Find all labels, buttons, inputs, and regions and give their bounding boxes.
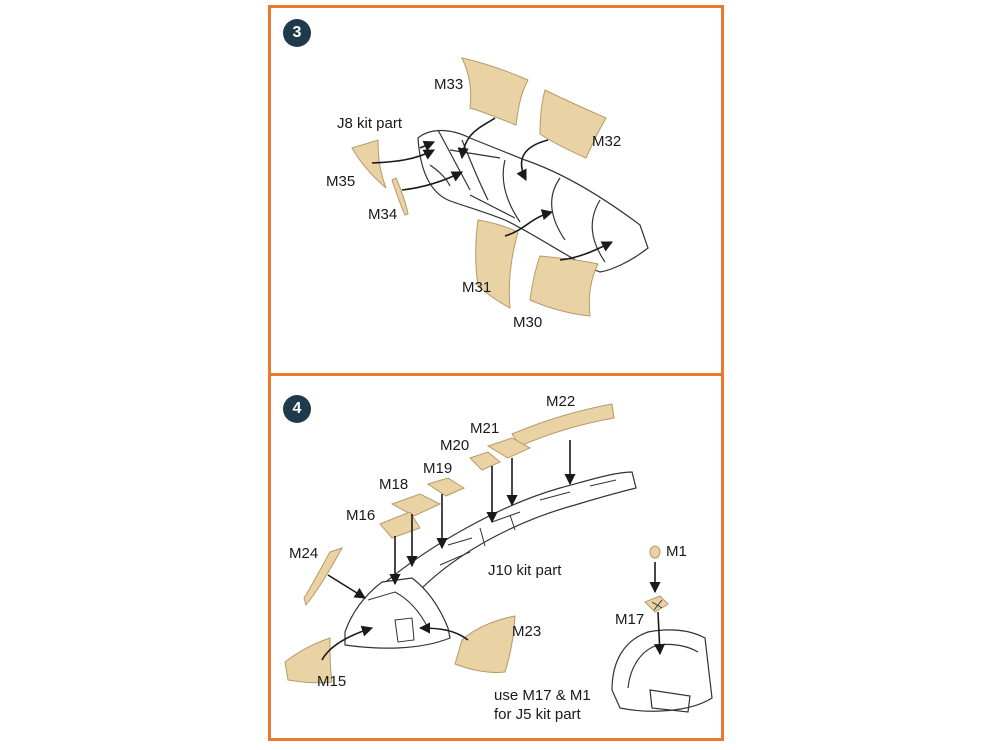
label-m21: M21 [470, 420, 500, 437]
label-m35: M35 [326, 173, 356, 190]
label-m33: M33 [434, 76, 464, 93]
mask-m22 [511, 403, 615, 447]
mask-m35 [351, 139, 387, 189]
label-j10-kit-part: J10 kit part [488, 562, 562, 579]
mask-m17 [644, 595, 669, 613]
step-3-badge: 3 [283, 19, 311, 47]
frame-details-step4 [367, 479, 617, 643]
arrows-step4 [321, 440, 666, 661]
mask-m1 [649, 545, 661, 559]
label-m24: M24 [289, 545, 319, 562]
canopy-part-step3 [417, 129, 649, 273]
step-4-panel [268, 373, 724, 741]
label-m30: M30 [513, 314, 543, 331]
masks-step3 [351, 57, 607, 317]
mask-m19 [426, 477, 466, 497]
mask-m24 [303, 547, 344, 607]
arrows-step3 [371, 117, 614, 261]
label-m34: M34 [368, 206, 398, 223]
j5-note-line-2: for J5 kit part [494, 706, 581, 723]
label-m23: M23 [512, 623, 542, 640]
j5-note-line-1: use M17 & M1 [494, 687, 591, 704]
label-m17: M17 [615, 611, 645, 628]
j5-usage-note: use M17 & M1 for J5 kit part [494, 686, 591, 724]
step-4-badge: 4 [283, 395, 311, 423]
mask-m34 [391, 177, 409, 216]
mask-m23 [454, 615, 516, 673]
mask-m18 [390, 493, 442, 517]
label-m1: M1 [666, 543, 687, 560]
label-m15: M15 [317, 673, 347, 690]
mask-m15 [284, 637, 333, 684]
mask-m33 [461, 57, 529, 126]
m17-cross-mark [651, 599, 663, 611]
label-m31: M31 [462, 279, 492, 296]
label-m22: M22 [546, 393, 576, 410]
mask-m21 [486, 437, 532, 459]
mask-m31 [475, 219, 519, 309]
masks-step4 [284, 403, 669, 684]
label-m18: M18 [379, 476, 409, 493]
label-m32: M32 [592, 133, 622, 150]
label-m20: M20 [440, 437, 470, 454]
j5-canopy-part [611, 629, 713, 713]
frame-part-step4 [344, 471, 637, 649]
label-m16: M16 [346, 507, 376, 524]
mask-m16 [379, 511, 421, 539]
mask-m20 [469, 451, 501, 471]
label-m19: M19 [423, 460, 453, 477]
mask-m30 [529, 255, 599, 317]
mask-m32 [539, 89, 607, 159]
label-j8-kit-part: J8 kit part [337, 115, 403, 132]
